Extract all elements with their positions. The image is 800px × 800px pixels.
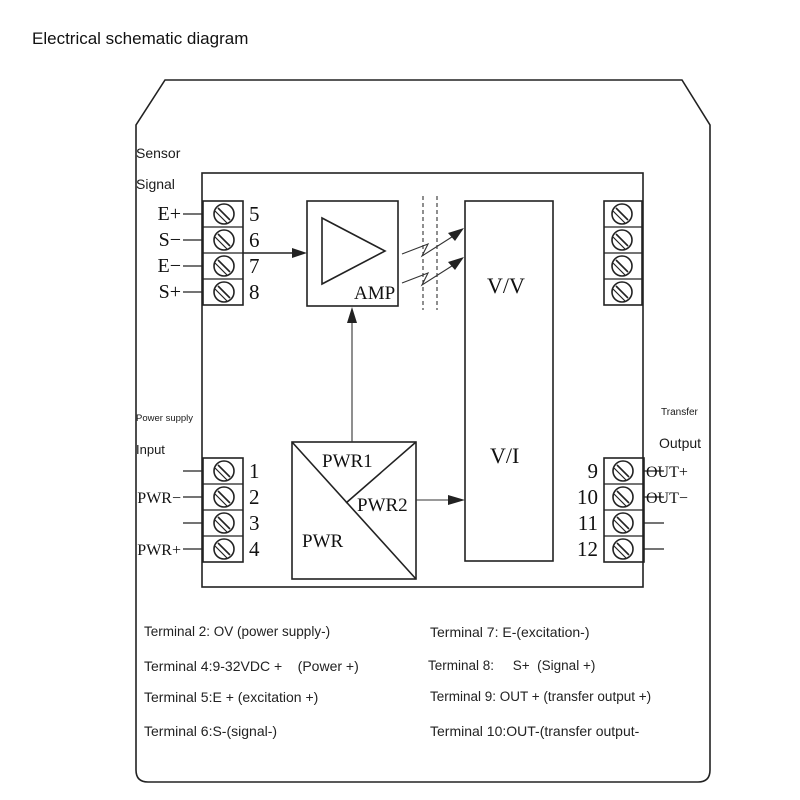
terminal-label-6: S− bbox=[159, 229, 181, 251]
amp-block bbox=[306, 200, 399, 307]
desc-terminal-5: Terminal 5:E + (excitation +) bbox=[144, 689, 319, 705]
pwr1-label: PWR1 bbox=[322, 451, 373, 472]
terminal-screw-5 bbox=[213, 203, 235, 225]
vv-vi-block bbox=[464, 200, 554, 562]
top-right-terminal-screw-4 bbox=[611, 281, 633, 303]
transfer-label: Transfer bbox=[661, 407, 699, 418]
terminal-number-10: 10 bbox=[577, 485, 598, 509]
power-arrow-icon bbox=[347, 307, 357, 323]
desc-terminal-2: Terminal 2: OV (power supply-) bbox=[144, 624, 331, 639]
terminal-number-8: 8 bbox=[249, 280, 260, 304]
power-terminal-block: 12 PWR− 34 PWR+ bbox=[137, 457, 260, 563]
terminal-screw-9 bbox=[612, 460, 634, 482]
desc-terminal-10: Terminal 10:OUT-(transfer output- bbox=[430, 723, 640, 739]
terminal-screw-8 bbox=[213, 281, 235, 303]
pwr-label: PWR bbox=[302, 531, 344, 552]
enclosure-outline bbox=[135, 79, 711, 783]
terminal-number-12: 12 bbox=[577, 537, 598, 561]
power-supply-label: Power supply bbox=[136, 413, 193, 424]
amp-label: AMP bbox=[354, 283, 395, 304]
input-terminal-block: 5 E+ 6 S− 7 E− 8 S+ bbox=[158, 200, 260, 306]
coupling-arrow-icon-2 bbox=[448, 257, 464, 270]
pwr-block bbox=[291, 441, 417, 580]
terminal-label-8: S+ bbox=[159, 281, 181, 303]
terminal-label-10: OUT− bbox=[646, 490, 688, 507]
diagram-title: Electrical schematic diagram bbox=[32, 29, 249, 48]
input-label: Input bbox=[136, 442, 165, 457]
terminal-label-7: E− bbox=[158, 255, 182, 277]
terminal-label-9: OUT+ bbox=[646, 464, 688, 481]
vv-label: V/V bbox=[487, 273, 525, 298]
terminal-screw-10 bbox=[612, 486, 634, 508]
desc-terminal-6: Terminal 6:S-(signal-) bbox=[144, 723, 278, 739]
terminal-label-5: E+ bbox=[158, 203, 182, 225]
terminal-number-5: 5 bbox=[249, 202, 260, 226]
desc-terminal-4: Terminal 4:9-32VDC + (Power +) bbox=[144, 658, 359, 674]
terminal-screw-2 bbox=[213, 486, 235, 508]
coupling-arrow-icon bbox=[448, 228, 464, 241]
terminal-label-4: PWR+ bbox=[137, 542, 181, 559]
terminal-screw-12 bbox=[612, 538, 634, 560]
terminal-number-3: 3 bbox=[249, 511, 260, 535]
output-label: Output bbox=[659, 435, 701, 451]
terminal-number-6: 6 bbox=[249, 228, 260, 252]
module-box bbox=[201, 172, 644, 588]
power2-arrow-icon bbox=[448, 495, 465, 505]
terminal-number-9: 9 bbox=[588, 459, 599, 483]
terminal-screw-3 bbox=[213, 512, 235, 534]
sensor-label: Sensor bbox=[136, 145, 181, 161]
terminal-number-11: 11 bbox=[578, 511, 598, 535]
terminal-screw-1 bbox=[213, 460, 235, 482]
terminal-number-4: 4 bbox=[249, 537, 260, 561]
terminal-screw-11 bbox=[612, 512, 634, 534]
amplifier-triangle-icon bbox=[321, 216, 387, 286]
terminal-number-7: 7 bbox=[249, 254, 260, 278]
signal-arrow-icon bbox=[292, 248, 307, 258]
terminal-label-2: PWR− bbox=[137, 490, 181, 507]
desc-terminal-9: Terminal 9: OUT + (transfer output +) bbox=[430, 689, 652, 704]
terminal-screw-7 bbox=[213, 255, 235, 277]
signal-label: Signal bbox=[136, 176, 175, 192]
terminal-number-2: 2 bbox=[249, 485, 260, 509]
pwr2-label: PWR2 bbox=[357, 495, 408, 516]
top-right-terminal-screw-3 bbox=[611, 255, 633, 277]
terminal-number-1: 1 bbox=[249, 459, 260, 483]
top-right-terminal-screw-1 bbox=[611, 203, 633, 225]
vi-label: V/I bbox=[490, 443, 519, 468]
terminal-screw-4 bbox=[213, 538, 235, 560]
top-right-terminal-screw-2 bbox=[611, 229, 633, 251]
desc-terminal-7: Terminal 7: E-(excitation-) bbox=[430, 624, 590, 640]
desc-terminal-8: Terminal 8: S+ (Signal +) bbox=[428, 658, 596, 673]
terminal-screw-6 bbox=[213, 229, 235, 251]
